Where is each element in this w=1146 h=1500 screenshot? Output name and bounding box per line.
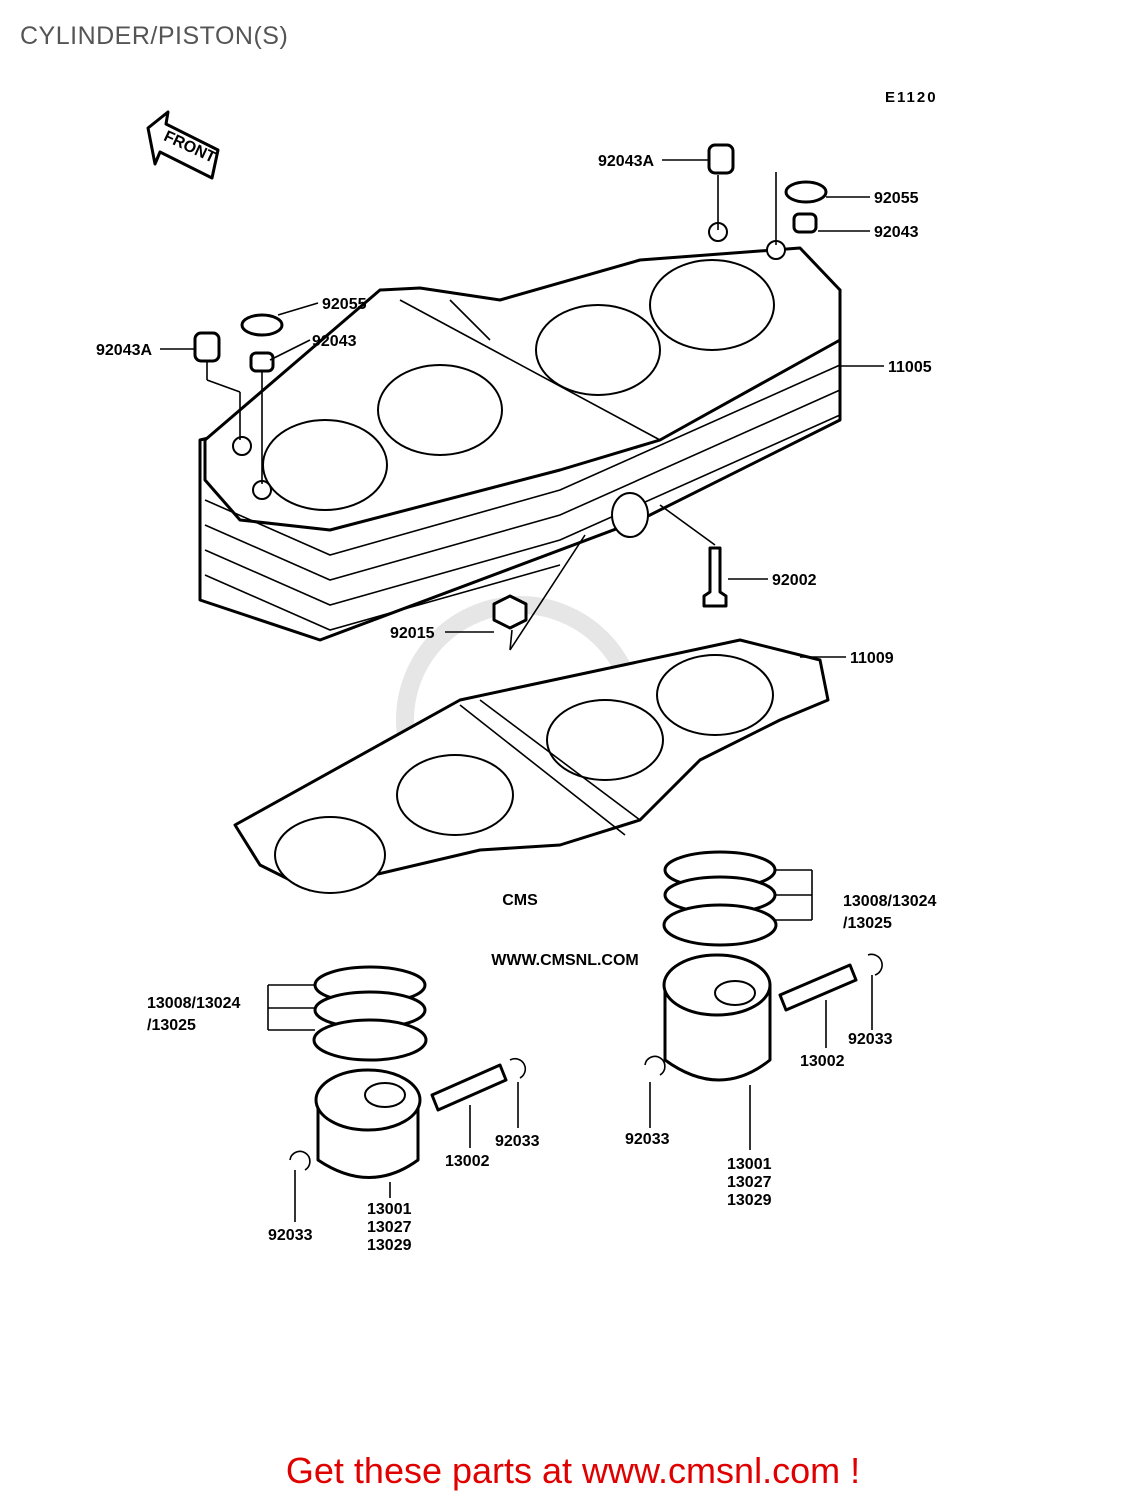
piston-pin-icon <box>430 1063 508 1112</box>
collar-icon <box>249 351 275 373</box>
label-clip-left-far: 92033 <box>495 1133 540 1150</box>
cylinder-bore-3 <box>535 304 661 396</box>
label-rings-right-2: /13025 <box>843 915 892 932</box>
circlip-icon <box>644 1055 666 1076</box>
label-92055-left: 92055 <box>322 296 367 313</box>
label-92043-left: 92043 <box>312 333 357 350</box>
cylinder-head-gasket <box>233 638 830 894</box>
cylinder-block <box>198 222 842 642</box>
label-rings-right-1: 13008/13024 <box>843 893 937 910</box>
gasket-washer-icon <box>784 180 828 204</box>
cylinder-bore-2 <box>377 364 503 456</box>
page-title: CYLINDER/PISTON(S) <box>20 22 289 50</box>
label-pin-right: 13002 <box>800 1053 845 1070</box>
label-92055-right: 92055 <box>874 190 919 207</box>
label-rings-left-1: 13008/13024 <box>147 995 241 1012</box>
label-piston-left-3: 13029 <box>367 1237 412 1254</box>
label-clip-right-far: 92033 <box>848 1031 893 1048</box>
label-piston-left-2: 13027 <box>367 1219 412 1236</box>
piston-right <box>644 850 883 1082</box>
nut-icon <box>492 594 528 630</box>
label-clip-left-near: 92033 <box>268 1227 313 1244</box>
leader-lines <box>160 159 884 1222</box>
label-92015: 92015 <box>390 625 435 642</box>
label-11009: 11009 <box>850 650 894 667</box>
label-clip-right-near: 92033 <box>625 1131 670 1148</box>
label-piston-right-1: 13001 <box>727 1156 772 1173</box>
watermark-url: WWW.CMSNL.COM <box>491 952 639 969</box>
cylinder-port <box>611 492 649 538</box>
label-pin-left: 13002 <box>445 1153 490 1170</box>
label-92043a-left: 92043A <box>96 342 152 359</box>
footer-promo-text: Get these parts at www.cmsnl.com ! <box>285 1450 861 1491</box>
dowel-pin-icon <box>707 143 735 175</box>
label-rings-left-2: /13025 <box>147 1017 196 1034</box>
label-92043-right: 92043 <box>874 224 919 241</box>
label-92002: 92002 <box>772 572 817 589</box>
circlip-icon <box>509 1057 527 1079</box>
label-11005: 11005 <box>888 359 932 376</box>
piston-left <box>289 965 527 1179</box>
collar-icon <box>792 212 818 234</box>
label-piston-right-3: 13029 <box>727 1192 772 1209</box>
label-92043a-top: 92043A <box>598 153 654 170</box>
label-piston-right-2: 13027 <box>727 1174 772 1191</box>
parts-diagram: CMS WWW.CMSNL.COM E1120 FRONT <box>96 89 938 1254</box>
watermark-logo: CMS <box>502 892 538 909</box>
circlip-icon <box>867 953 883 976</box>
bolt-icon <box>702 546 728 608</box>
label-piston-left-1: 13001 <box>367 1201 412 1218</box>
gasket-washer-icon <box>240 313 284 337</box>
dowel-pin-icon <box>193 331 221 363</box>
piston-pin-icon <box>778 963 858 1012</box>
front-arrow-icon: FRONT <box>146 110 220 180</box>
cylinder-bore-4 <box>649 259 775 351</box>
circlip-icon <box>289 1150 311 1171</box>
cylinder-bore-1 <box>262 419 388 511</box>
part-labels: 92043A 92055 92043 92055 92043 92043A 11… <box>96 153 937 1254</box>
diagram-code: E1120 <box>885 89 938 106</box>
